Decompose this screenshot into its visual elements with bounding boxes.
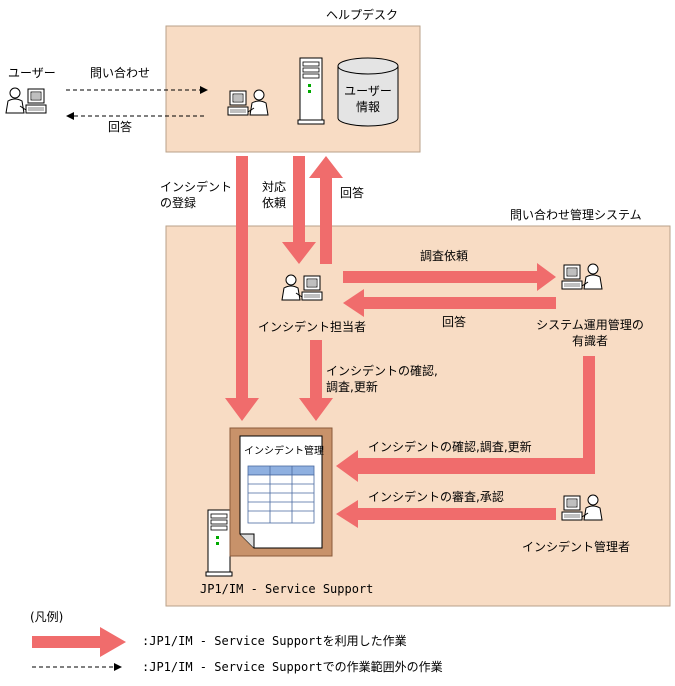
investigation-request-label: 調査依頼 xyxy=(420,249,469,263)
document-title: インシデント管理 xyxy=(244,446,324,457)
legend-title: (凡例) xyxy=(30,610,64,624)
manager-arrow xyxy=(336,500,556,528)
system-title: 問い合わせ管理システム xyxy=(510,208,642,222)
register-label-line1: インシデント xyxy=(160,180,233,194)
user-icon xyxy=(5,87,47,114)
jp1-server-label: JP1/IM - Service Support xyxy=(200,582,374,596)
investigation-arrow xyxy=(343,263,556,291)
request-arrow xyxy=(282,156,316,264)
request-label-line2: 依頼 xyxy=(262,196,287,210)
expert-reply-label: 回答 xyxy=(442,315,467,329)
reply-up-arrow xyxy=(309,156,343,264)
db-label-line2: 情報 xyxy=(355,100,380,114)
request-label-line1: 対応 xyxy=(262,180,287,194)
expert-label-line2: 有識者 xyxy=(571,334,608,348)
manager-action-label: インシデントの審査,承認 xyxy=(368,490,504,504)
inquiry-label: 問い合わせ xyxy=(90,66,151,80)
incident-manager-label: インシデント管理者 xyxy=(522,540,631,554)
legend-solid-desc: :JP1/IM - Service Supportを利用した作業 xyxy=(142,634,407,648)
legend-dashed-desc: :JP1/IM - Service Supportでの作業範囲外の作業 xyxy=(142,660,443,674)
expert-action-label: インシデントの確認,調査,更新 xyxy=(368,440,532,454)
incident-owner-label: インシデント担当者 xyxy=(258,320,367,334)
expert-update-arrow xyxy=(336,356,595,482)
incident-document-icon xyxy=(229,427,333,557)
helpdesk-server-icon xyxy=(297,57,325,125)
owner-action-line1: インシデントの確認, xyxy=(326,364,438,378)
legend-solid-arrow xyxy=(32,627,126,657)
helpdesk-reply-label: 回答 xyxy=(340,186,365,200)
owner-action-line2: 調査,更新 xyxy=(326,380,378,394)
user-label: ユーザー xyxy=(8,66,56,80)
user-info-database-icon xyxy=(337,57,399,127)
owner-update-arrow xyxy=(299,340,333,421)
jp1-server-icon xyxy=(205,509,233,577)
helpdesk-title: ヘルプデスク xyxy=(326,8,399,22)
legend xyxy=(32,627,126,671)
big-arrows xyxy=(225,156,595,528)
db-label-line1: ユーザー xyxy=(344,84,392,98)
register-arrow xyxy=(225,156,259,421)
register-label-line2: の登録 xyxy=(160,196,197,210)
expert-label-line1: システム運用管理の xyxy=(536,318,644,332)
expert-reply-arrow xyxy=(343,289,556,317)
user-reply-label: 回答 xyxy=(108,120,133,134)
